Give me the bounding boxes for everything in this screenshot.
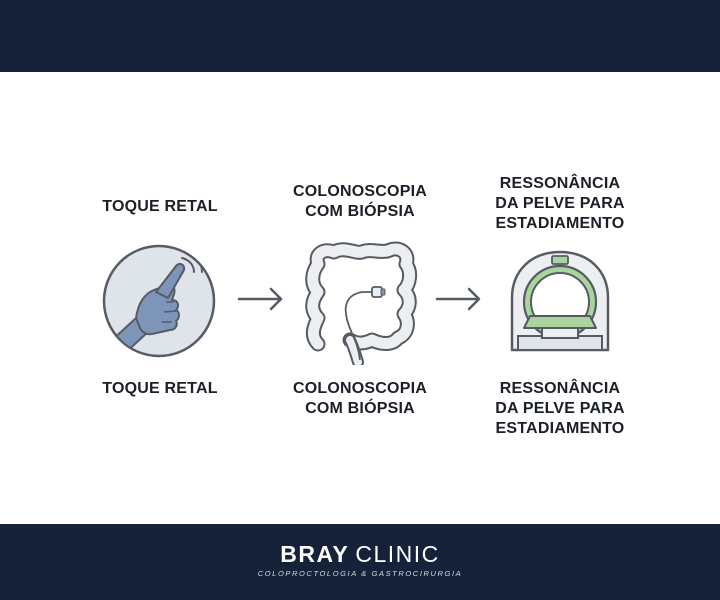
mri-scanner-icon	[500, 242, 620, 367]
gloved-hand-finger-icon	[100, 242, 218, 365]
step-3-top-label: RESSONÂNCIA DA PELVE PARA ESTADIAMENTO	[495, 175, 625, 232]
step-3-bottom-label: RESSONÂNCIA DA PELVE PARA ESTADIAMENTO	[495, 380, 625, 437]
step-2-top-label: COLONOSCOPIA COM BIÓPSIA	[293, 183, 427, 220]
step-2-bottom-label: COLONOSCOPIA COM BIÓPSIA	[293, 380, 427, 417]
step-1-bottom-label: TOQUE RETAL	[102, 380, 218, 397]
arrow-right-icon	[435, 286, 483, 317]
footer-bar	[0, 524, 720, 600]
colon-endoscope-icon	[300, 240, 420, 370]
brand-name-bold: BRAY	[280, 541, 350, 567]
brand-name-light: CLINIC	[355, 541, 440, 567]
brand-tagline: COLOPROCTOLOGIA & GASTROCIRURGIA	[257, 569, 463, 578]
header-bar	[0, 0, 720, 72]
step-1-top-label: TOQUE RETAL	[102, 198, 218, 215]
arrow-right-icon	[237, 286, 285, 317]
